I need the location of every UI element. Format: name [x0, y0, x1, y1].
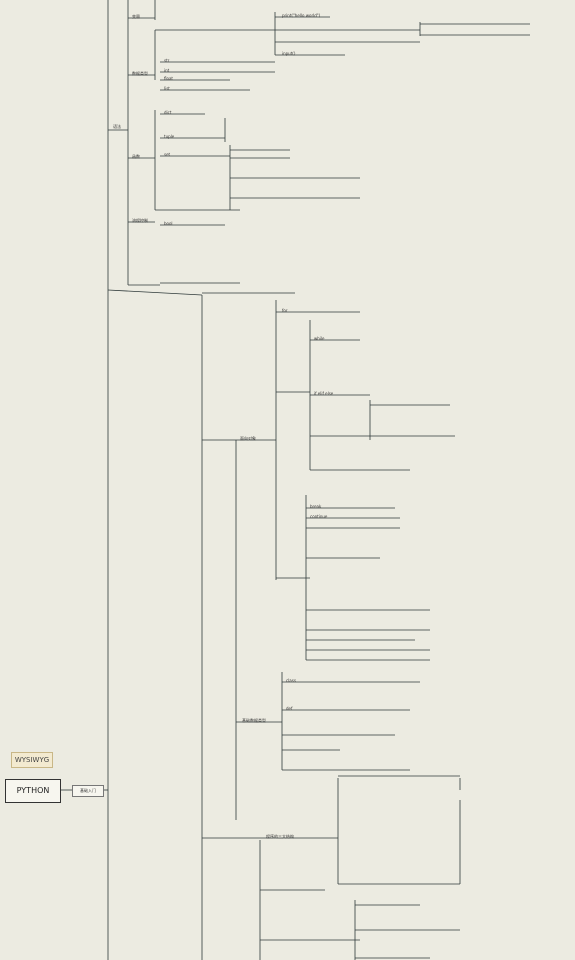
note-item: tuple	[164, 134, 175, 139]
note-item: dict	[164, 110, 172, 115]
note-item: set	[164, 152, 171, 157]
root-node[interactable]: PYTHON	[5, 779, 61, 803]
root-child-node[interactable]: 基础入门	[72, 785, 104, 797]
branch-label[interactable]: 变量	[132, 14, 140, 19]
note-item: str	[164, 58, 170, 63]
note-item: def	[286, 706, 293, 711]
note-item: break	[310, 504, 322, 509]
note-item: bool	[164, 221, 173, 226]
wysiwyg-badge[interactable]: WYSIWYG	[11, 752, 53, 768]
branch-label[interactable]: 程序的三大结构	[266, 834, 294, 839]
note-item: continue	[310, 514, 328, 519]
note-item: while	[314, 336, 325, 341]
branch-label[interactable]: 基础数据类型	[242, 718, 266, 723]
note-item: list	[164, 86, 170, 91]
branch-label[interactable]: 数据类型	[132, 71, 148, 76]
note-item: float	[164, 76, 173, 81]
note-item: int	[164, 68, 170, 73]
note-item: input()	[282, 51, 296, 56]
branch-label[interactable]: 语法	[113, 124, 121, 129]
note-item: class	[286, 678, 296, 683]
branch-label[interactable]: 函数	[132, 154, 140, 159]
note-item: for	[282, 308, 288, 313]
branch-label[interactable]: 流程控制	[132, 218, 148, 223]
note-item: if elif else	[314, 391, 334, 396]
note-item: print("hello world")	[282, 13, 321, 18]
branch-label[interactable]: 面向对象	[240, 436, 256, 441]
